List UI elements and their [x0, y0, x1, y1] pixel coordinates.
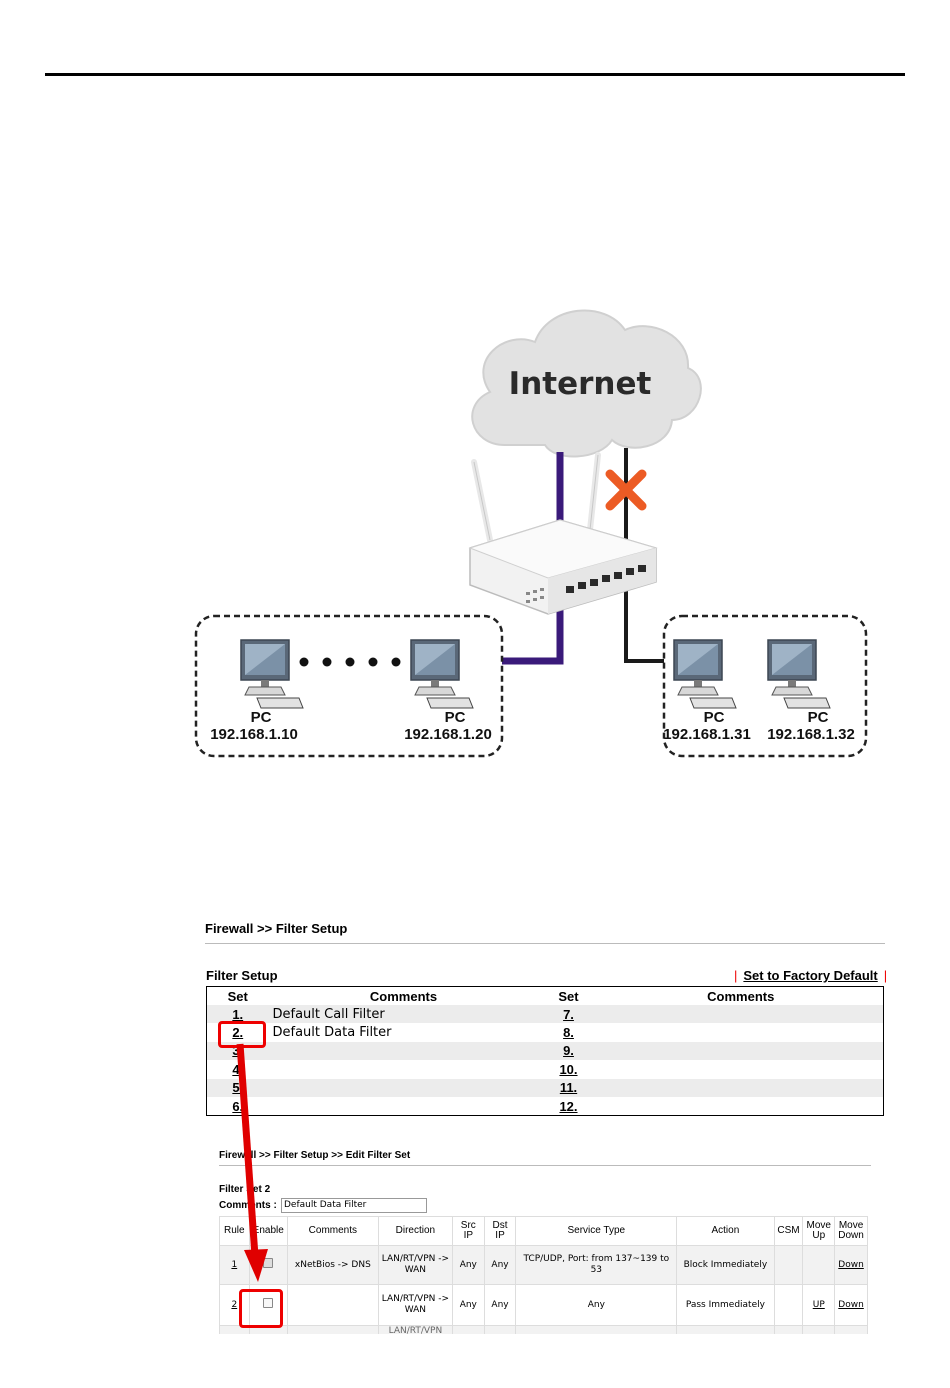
column-header: Direction — [377, 1216, 453, 1246]
pc-ip-label: 192.168.1.32 — [767, 726, 855, 743]
filter-set-comment: Default Data Filter — [272, 1025, 392, 1041]
allowed-line-down — [502, 600, 564, 665]
filter-set-comment — [268, 1041, 539, 1061]
set-factory-default-link[interactable]: Set to Factory Default — [743, 968, 878, 983]
pc-ip-label: 192.168.1.10 — [210, 726, 298, 743]
pc-ip-label: 192.168.1.31 — [663, 726, 751, 743]
table-row: 3. 9. — [206, 1041, 884, 1061]
pc-label: PC — [251, 709, 272, 726]
filter-set-comment — [598, 1078, 884, 1097]
edit-filter-breadcrumb: Firewall >> Filter Setup >> Edit Filter … — [219, 1150, 411, 1161]
filter-set-comment: Default Call Filter — [268, 1005, 539, 1024]
table-row: 6. 12. — [207, 1097, 884, 1116]
filter-set-link[interactable]: 7. — [563, 1006, 574, 1022]
filter-set-table: Set Comments Set Comments 1. Default Cal… — [206, 986, 884, 1117]
rule-direction: LAN/RT/VPN -> WAN — [377, 1284, 453, 1326]
filter-set-label: Filter Set 2 — [219, 1184, 271, 1195]
header-rule — [45, 73, 905, 76]
lan-group-left — [194, 614, 504, 758]
filter-set-link[interactable]: 2. — [232, 1025, 244, 1041]
internet-cloud: Internet — [471, 309, 702, 458]
filter-setup-title: Filter Setup — [206, 968, 278, 983]
filter-set-link[interactable]: 4. — [232, 1061, 244, 1077]
rule-csm — [773, 1284, 804, 1326]
factory-default-wrap: | Set to Factory Default | — [728, 968, 893, 983]
pc-ip-label: 192.168.1.20 — [404, 726, 492, 743]
filter-set-comment — [598, 1041, 884, 1061]
column-header: Rule — [219, 1216, 250, 1246]
rule-src-ip: Any — [451, 1284, 485, 1326]
cloud-label: Internet — [509, 366, 652, 402]
column-header: Src IP — [451, 1216, 485, 1246]
filter-set-link[interactable]: 6. — [232, 1098, 244, 1114]
move-down-link[interactable]: Down — [838, 1299, 864, 1310]
filter-set-link[interactable]: 5. — [232, 1080, 244, 1096]
filter-set-link[interactable]: 10. — [559, 1061, 578, 1077]
rule-src-ip: Any — [451, 1245, 485, 1285]
move-up-link[interactable]: UP — [812, 1299, 825, 1310]
table-row: 1. Default Call Filter 7. — [206, 1005, 884, 1024]
filter-setup-breadcrumb: Firewall >> Filter Setup — [205, 921, 348, 936]
pc-label: PC — [445, 709, 466, 726]
pc-label: PC — [704, 709, 725, 726]
rule-link[interactable]: 2 — [231, 1299, 238, 1310]
filter-set-link[interactable]: 12. — [559, 1098, 578, 1114]
column-header: CSM — [773, 1216, 804, 1246]
filter-set-link[interactable]: 11. — [559, 1080, 578, 1096]
filter-set-link[interactable]: 8. — [563, 1025, 574, 1041]
table-row: 2. Default Data Filter 8. — [207, 1023, 884, 1041]
rule-action: Block Immediately — [676, 1245, 775, 1285]
filter-set-link[interactable]: 1. — [232, 1006, 244, 1022]
rule-dst-ip: Any — [483, 1284, 517, 1326]
move-down-link[interactable]: Down — [838, 1259, 864, 1270]
link-separator: | — [734, 968, 738, 983]
column-header: Comments — [598, 986, 884, 1005]
rule-comment — [286, 1284, 379, 1326]
breadcrumb-divider — [205, 943, 885, 944]
filter-set-comment — [268, 1078, 539, 1097]
rule-csm — [773, 1245, 804, 1285]
column-header: Set — [538, 986, 599, 1005]
blocked-line-down — [624, 590, 664, 663]
filter-set-link[interactable]: 9. — [563, 1043, 574, 1059]
filter-set-comment — [598, 1005, 884, 1024]
comments-label: Comments : — [219, 1200, 277, 1211]
highlight-box-enable-checkbox — [239, 1289, 283, 1328]
ellipsis-dots — [299, 657, 401, 667]
column-header: Action — [676, 1216, 775, 1246]
screenshot-crop-mask — [210, 1334, 890, 1388]
rule-dst-ip: Any — [483, 1245, 517, 1285]
enable-checkbox[interactable] — [263, 1298, 274, 1308]
comments-input[interactable]: Default Data Filter — [281, 1198, 427, 1213]
rule-service-type: TCP/UDP, Port: from 137~139 to 53 — [515, 1245, 678, 1285]
link-separator: | — [883, 968, 888, 983]
router-icon — [468, 452, 658, 615]
rule-link[interactable]: 1 — [231, 1259, 238, 1270]
rule-service-type: Any — [515, 1284, 678, 1326]
column-header: Set — [206, 986, 269, 1005]
table-row: 4. 10. — [207, 1060, 884, 1078]
table-row: 5. 11. — [206, 1078, 884, 1097]
table-row: 1 xNetBios -> DNS LAN/RT/VPN -> WAN Any … — [219, 1245, 868, 1285]
pc-label: PC — [808, 709, 829, 726]
rule-action: Pass Immediately — [676, 1284, 775, 1326]
rule-direction: LAN/RT/VPN -> WAN — [377, 1245, 453, 1285]
lan-group-right — [662, 614, 868, 758]
network-diagram: Internet — [194, 309, 868, 758]
x-icon — [605, 469, 647, 511]
column-header: Move Down — [834, 1216, 868, 1246]
breadcrumb-divider — [219, 1165, 871, 1166]
column-header: Comments — [268, 986, 539, 1005]
